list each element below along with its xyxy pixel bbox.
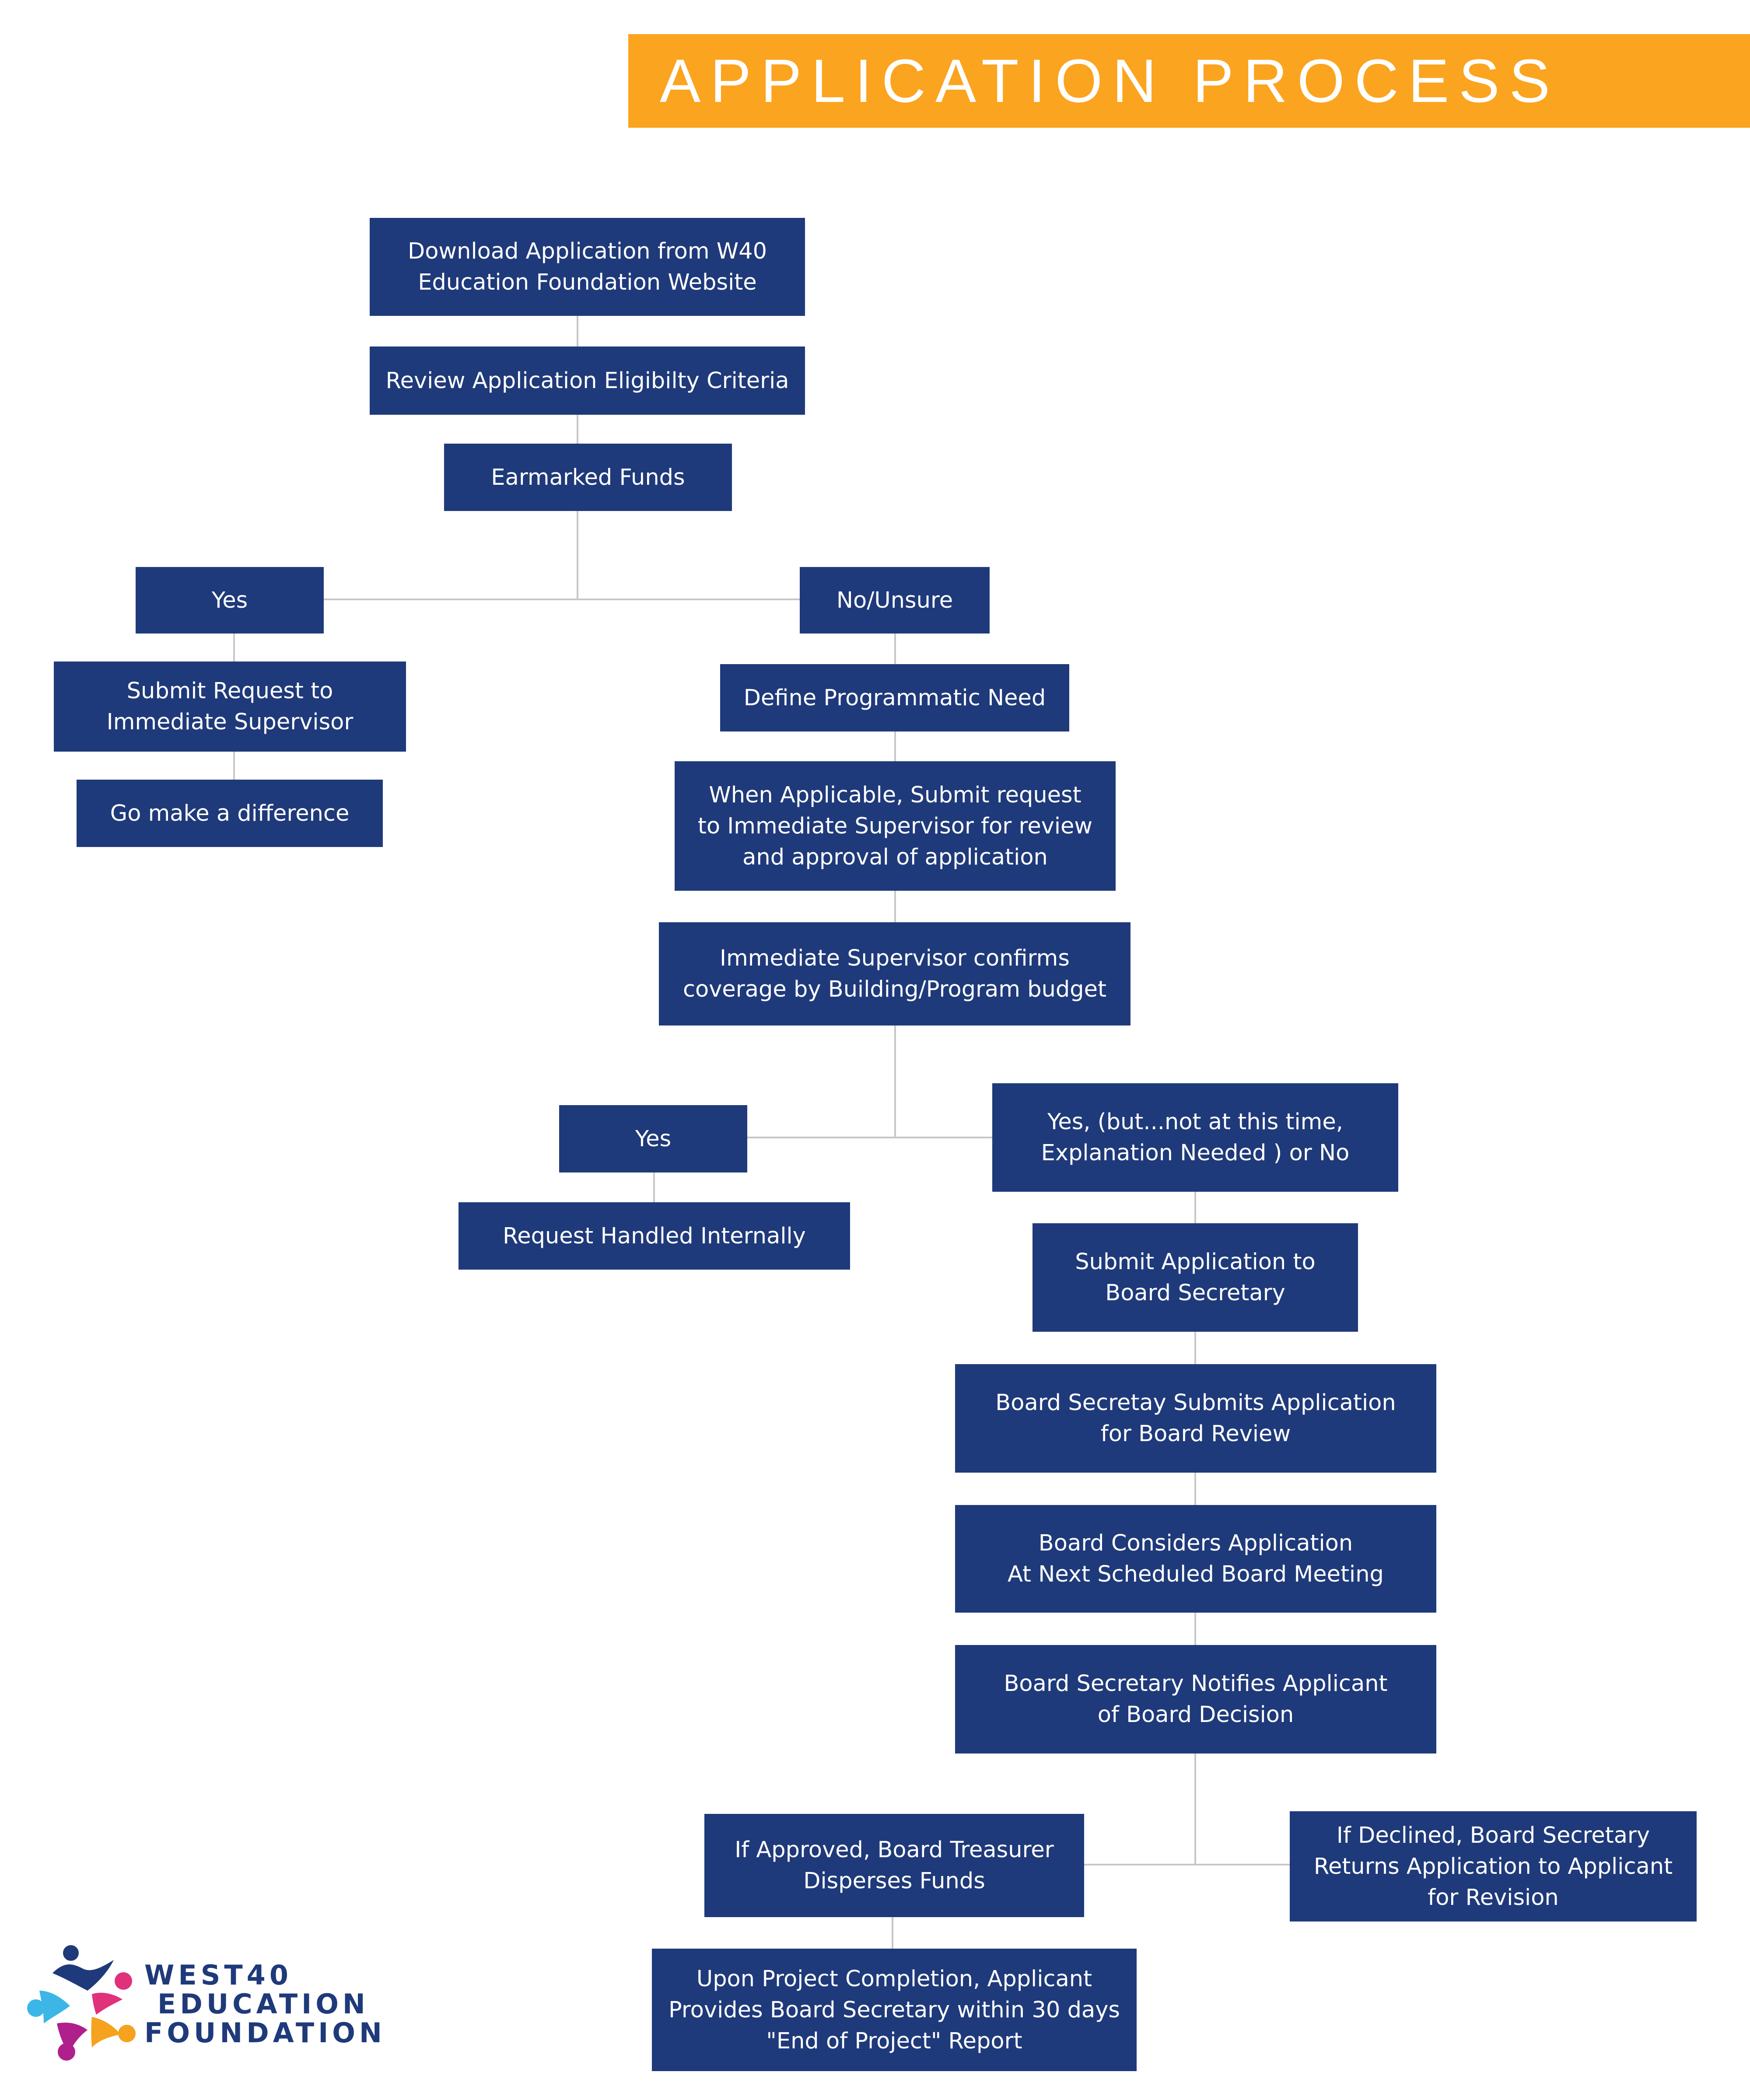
submit-request-supervisor-step: Submit Request to Immediate Supervisor	[54, 662, 406, 752]
secretary-submits-for-review-step: Board Secretay Submits Application for B…	[955, 1364, 1436, 1473]
yes-but-or-no-branch: Yes, (but...not at this time, Explanatio…	[992, 1083, 1398, 1192]
submit-to-board-secretary-step: Submit Application to Board Secretary	[1032, 1223, 1358, 1332]
logo-text-education: EDUCATION	[158, 1988, 369, 2020]
define-programmatic-need-step: Define Programmatic Need	[720, 664, 1069, 732]
supervisor-confirms-coverage-step: Immediate Supervisor confirms coverage b…	[659, 922, 1130, 1026]
if-declined-branch: If Declined, Board Secretary Returns App…	[1290, 1811, 1697, 1922]
page-title: APPLICATION PROCESS	[660, 46, 1560, 115]
logo-text-west40: WEST40	[144, 1959, 292, 1991]
secretary-notifies-applicant-step: Board Secretary Notifies Applicant of Bo…	[955, 1645, 1436, 1754]
logo-text-foundation: FOUNDATION	[144, 2017, 386, 2049]
board-considers-application-step: Board Considers Application At Next Sche…	[955, 1505, 1436, 1613]
end-of-project-report-step: Upon Project Completion, Applicant Provi…	[652, 1949, 1137, 2071]
earmarked-funds-decision: Earmarked Funds	[444, 444, 732, 511]
yes-branch-coverage: Yes	[559, 1105, 747, 1172]
go-make-difference-step: Go make a difference	[77, 780, 383, 847]
title-banner: APPLICATION PROCESS	[628, 34, 1750, 128]
download-application-step: Download Application from W40 Education …	[370, 218, 805, 316]
no-unsure-branch: No/Unsure	[800, 567, 990, 634]
yes-branch-earmarked: Yes	[136, 567, 324, 634]
people-star-logo-icon	[27, 1945, 136, 2061]
review-eligibility-step: Review Application Eligibilty Criteria	[370, 346, 805, 415]
submit-for-review-step: When Applicable, Submit request to Immed…	[675, 761, 1116, 891]
if-approved-branch: If Approved, Board Treasurer Disperses F…	[704, 1814, 1084, 1917]
request-handled-internally-step: Request Handled Internally	[458, 1202, 850, 1270]
